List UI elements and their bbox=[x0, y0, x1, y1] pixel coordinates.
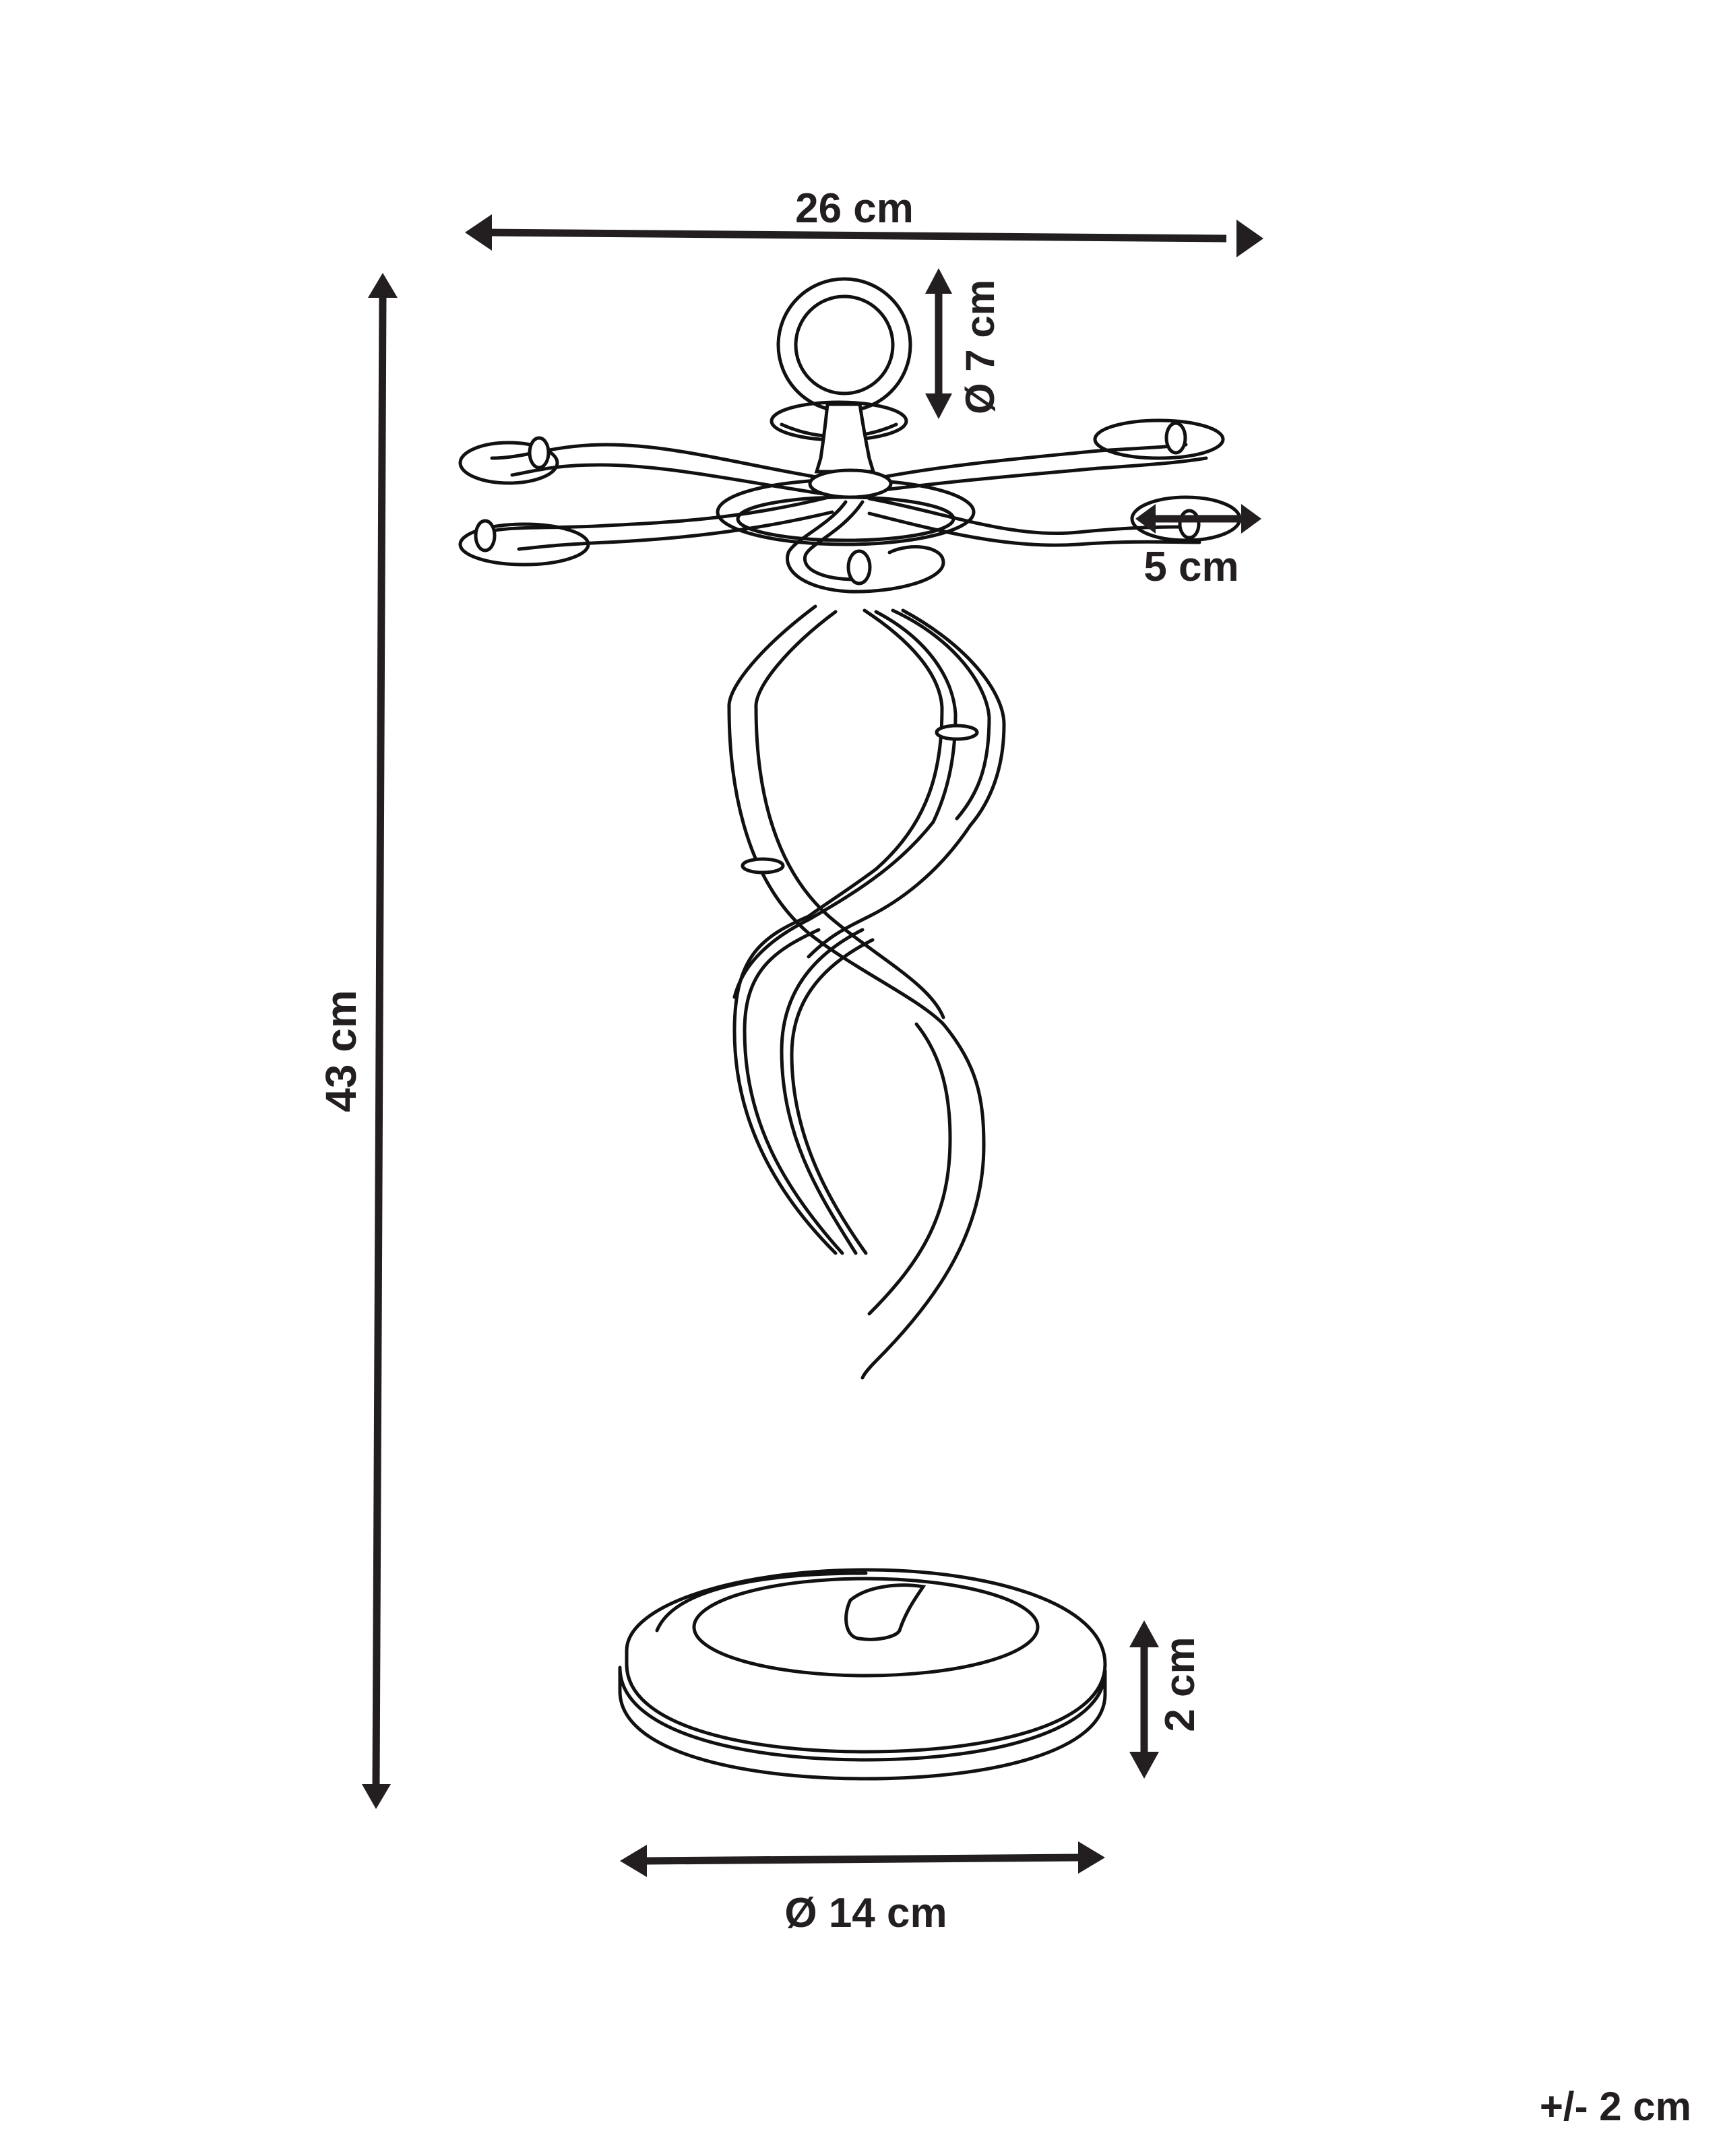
height-label: 43 cm bbox=[317, 990, 365, 1112]
ring-diameter-label: Ø 7 cm bbox=[958, 280, 1003, 414]
holder-arms bbox=[458, 418, 1242, 594]
ring-dimension-arrow bbox=[925, 268, 952, 419]
column-bead-lower bbox=[741, 857, 785, 875]
width-label: 26 cm bbox=[795, 185, 914, 232]
neck bbox=[814, 402, 876, 474]
tolerance-note: +/- 2 cm bbox=[1540, 2084, 1691, 2129]
loop-width-dimension-arrow bbox=[1135, 504, 1261, 534]
column-bead-upper bbox=[935, 724, 979, 741]
base-height-label: 2 cm bbox=[1157, 1637, 1203, 1732]
base-diameter-label: Ø 14 cm bbox=[784, 1890, 947, 1936]
height-dimension-arrow bbox=[362, 273, 398, 1809]
width-dimension-arrow bbox=[465, 214, 1263, 257]
spiral-column bbox=[727, 604, 1006, 1380]
base bbox=[618, 1568, 1107, 1781]
top-ring bbox=[776, 277, 912, 413]
base-diameter-dimension-arrow bbox=[620, 1841, 1105, 1877]
loop-width-label: 5 cm bbox=[1143, 544, 1238, 590]
base-height-dimension-arrow bbox=[1129, 1620, 1159, 1779]
